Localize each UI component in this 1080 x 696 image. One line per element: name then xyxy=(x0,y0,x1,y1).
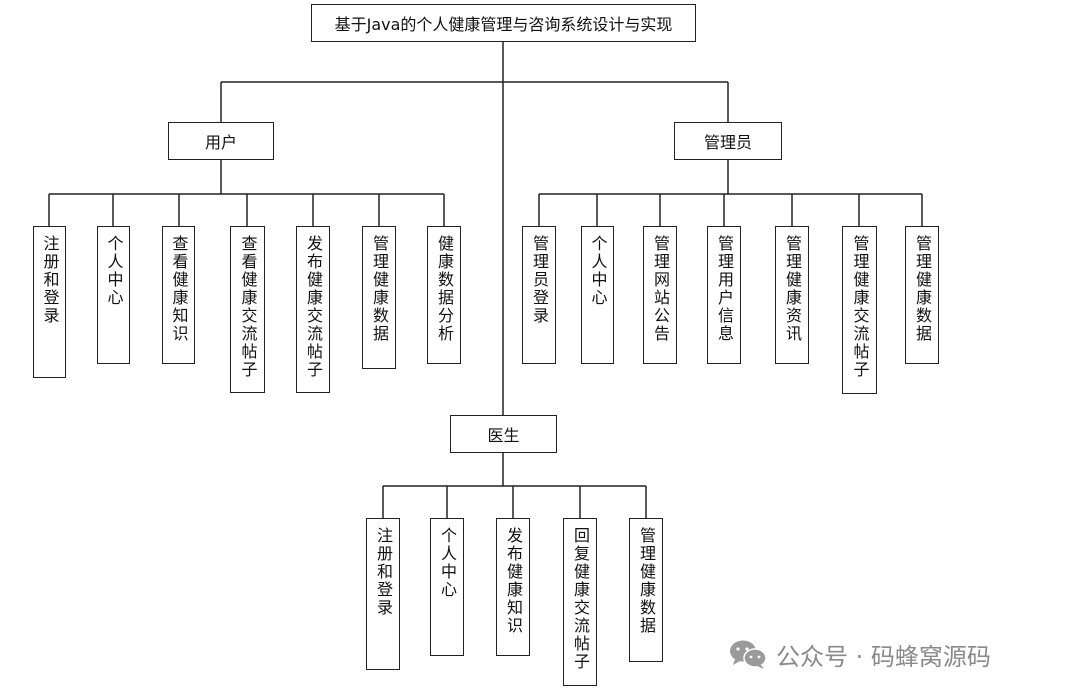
doctor-child-personal-center: 个人中心 xyxy=(430,518,464,656)
admin-node: 管理员 xyxy=(674,122,782,160)
doctor-child-manage-health-data: 管理健康数据 xyxy=(629,518,663,662)
doctor-child-label: 注册和登录 xyxy=(374,527,393,617)
doctor-child-label: 发布健康知识 xyxy=(504,527,523,635)
user-child-health-data-analysis: 健康数据分析 xyxy=(427,226,461,364)
root-node: 基于Java的个人健康管理与咨询系统设计与实现 xyxy=(311,4,696,42)
user-child-view-posts: 查看健康交流帖子 xyxy=(230,226,265,393)
admin-child-manage-health-data: 管理健康数据 xyxy=(905,226,939,364)
doctor-child-register-login: 注册和登录 xyxy=(366,518,400,670)
doctor-child-label: 管理健康数据 xyxy=(637,527,656,635)
doctor-child-label: 个人中心 xyxy=(438,527,457,599)
user-child-label: 管理健康数据 xyxy=(370,235,389,343)
admin-child-manage-health-news: 管理健康资讯 xyxy=(775,226,809,364)
user-child-label: 查看健康知识 xyxy=(169,235,189,343)
admin-child-manage-announcements: 管理网站公告 xyxy=(643,226,677,364)
doctor-node: 医生 xyxy=(450,415,557,453)
doctor-child-reply-posts: 回复健康交流帖子 xyxy=(563,518,597,686)
user-child-label: 查看健康交流帖子 xyxy=(238,235,258,379)
user-child-label: 注册和登录 xyxy=(40,235,60,325)
watermark-text: 公众号 · 码蜂窝源码 xyxy=(776,642,991,671)
admin-child-label: 管理健康数据 xyxy=(913,235,932,343)
user-child-publish-posts: 发布健康交流帖子 xyxy=(296,226,330,393)
admin-child-admin-login: 管理员登录 xyxy=(522,226,556,364)
user-child-manage-health-data: 管理健康数据 xyxy=(362,226,396,369)
admin-child-manage-posts: 管理健康交流帖子 xyxy=(842,226,877,394)
doctor-child-publish-knowledge: 发布健康知识 xyxy=(496,518,530,656)
watermark: 公众号 · 码蜂窝源码 xyxy=(728,636,991,672)
admin-child-manage-user-info: 管理用户信息 xyxy=(707,226,741,364)
admin-child-label: 管理健康资讯 xyxy=(783,235,802,343)
admin-child-label: 管理健康交流帖子 xyxy=(850,235,870,379)
user-child-personal-center: 个人中心 xyxy=(97,226,130,364)
admin-child-label: 管理员登录 xyxy=(530,235,549,325)
admin-child-personal-center: 个人中心 xyxy=(581,226,614,364)
user-child-register-login: 注册和登录 xyxy=(33,226,66,378)
user-child-label: 健康数据分析 xyxy=(435,235,454,343)
user-child-label: 发布健康交流帖子 xyxy=(304,235,323,379)
wechat-icon xyxy=(730,640,767,669)
user-child-view-health-knowledge: 查看健康知识 xyxy=(162,226,195,364)
user-node: 用户 xyxy=(168,122,274,160)
admin-child-label: 管理用户信息 xyxy=(715,235,734,343)
user-child-label: 个人中心 xyxy=(104,235,124,307)
admin-child-label: 个人中心 xyxy=(588,235,608,307)
doctor-child-label: 回复健康交流帖子 xyxy=(571,527,590,671)
admin-child-label: 管理网站公告 xyxy=(651,235,670,343)
